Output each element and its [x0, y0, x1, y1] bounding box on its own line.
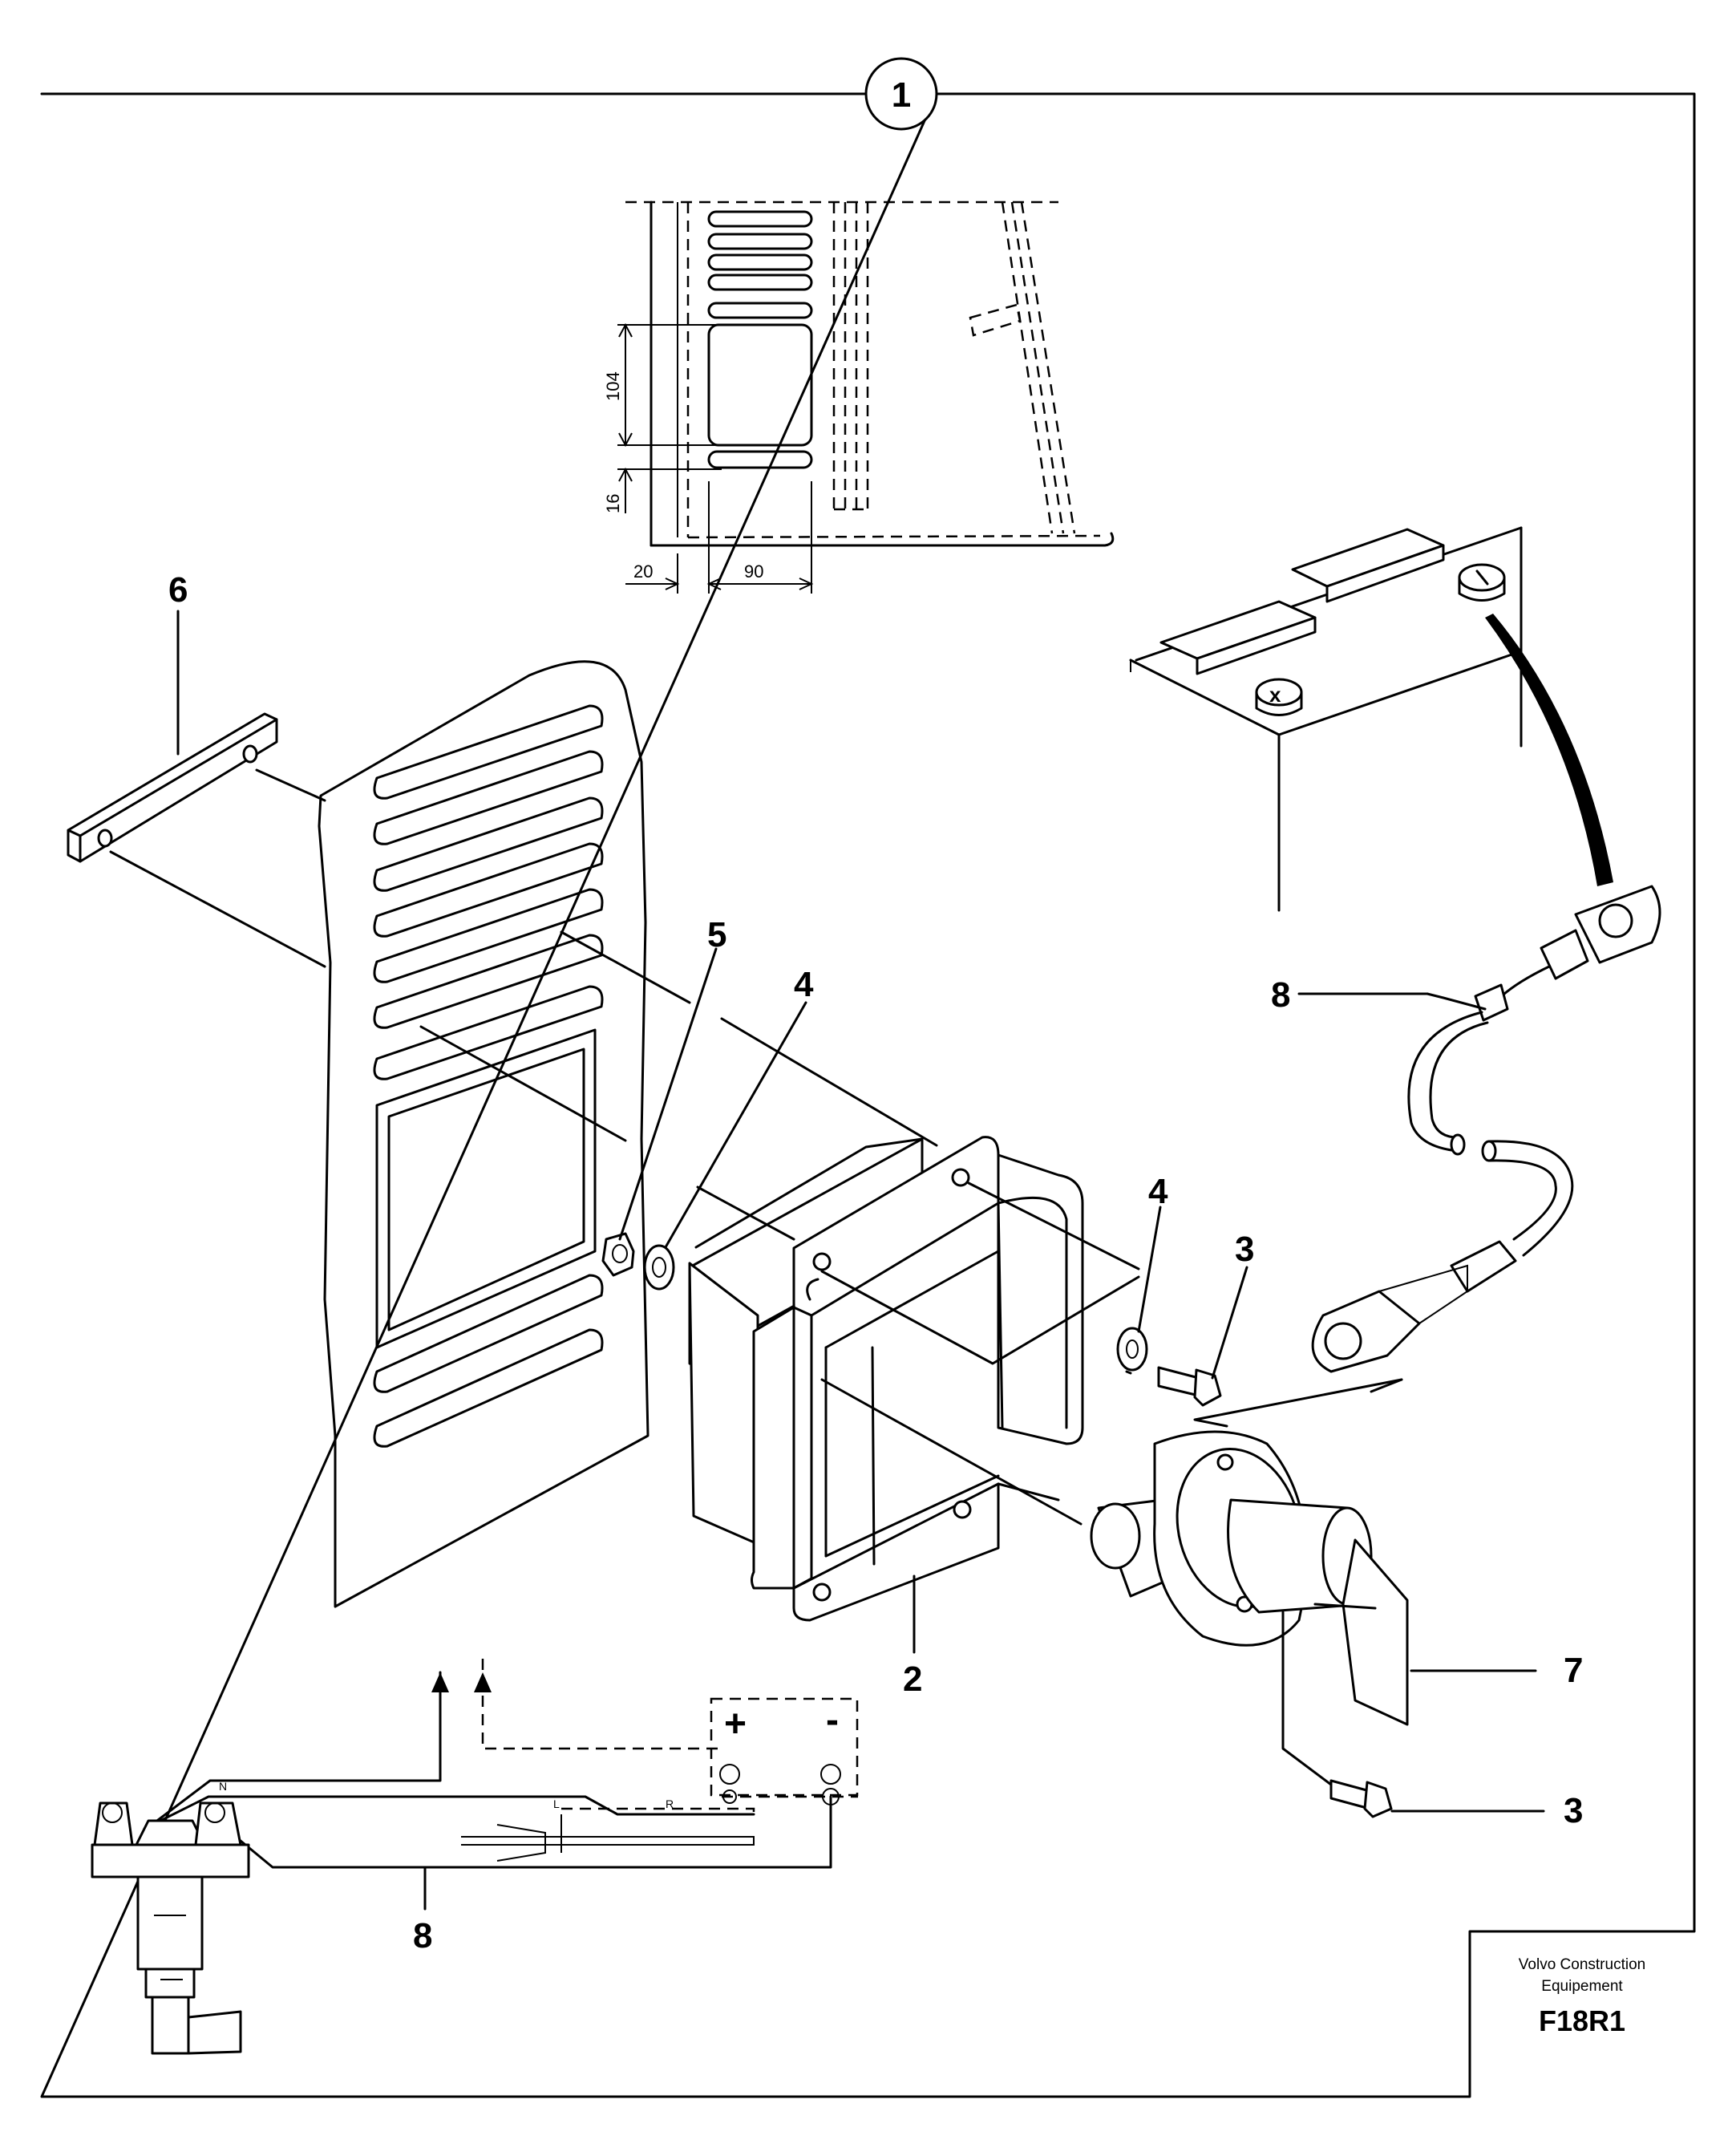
- wiring-schematic: + - N R L: [91, 1659, 859, 2055]
- wire-label-r: R: [666, 1797, 674, 1810]
- callout-2: 2: [903, 1660, 922, 1699]
- cab-panel: [318, 660, 650, 1608]
- washer-4-left: [643, 1244, 675, 1291]
- battery-disconnect-switch: [1090, 1430, 1409, 1726]
- battery: x: [1129, 526, 1613, 912]
- callout-5: 5: [707, 915, 726, 954]
- callout-4-right: 4: [1148, 1172, 1168, 1211]
- backing-plate: [67, 712, 326, 968]
- callout-3-top: 3: [1235, 1230, 1254, 1269]
- dimension-90: 90: [744, 561, 763, 582]
- svg-text:x: x: [1269, 683, 1281, 707]
- callout-4-left: 4: [794, 965, 814, 1004]
- terminal-box: [710, 1697, 859, 1797]
- dimension-20: 20: [633, 561, 653, 582]
- mounting-bracket: [688, 1136, 1084, 1622]
- dimension-104: 104: [603, 371, 623, 401]
- callout-3-bottom: 3: [1564, 1791, 1583, 1830]
- wire-label-l: L: [553, 1797, 560, 1810]
- minus-terminal-label: -: [826, 1699, 839, 1741]
- brand-line-2: Equipement: [1541, 1978, 1623, 1995]
- callout-8-bottom: 8: [413, 1916, 432, 1955]
- callout-7: 7: [1564, 1651, 1583, 1690]
- assembly-lines: [419, 930, 1333, 1786]
- nut-5: [601, 1232, 635, 1277]
- dimension-16: 16: [603, 494, 623, 513]
- washer-4-right: [1116, 1327, 1148, 1372]
- fasteners: [601, 1232, 1393, 1818]
- figure-code: F18R1: [1539, 2004, 1625, 2037]
- detail-view-panel: 104 16 20 90: [603, 201, 1115, 594]
- brand-line-1: Volvo Construction: [1519, 1956, 1645, 1973]
- bolt-3-top: [1157, 1366, 1200, 1397]
- sheet-frame: [40, 92, 1696, 2098]
- wire-label-n: N: [219, 1780, 227, 1793]
- section-marker: 1: [864, 57, 938, 131]
- bolt-3-bottom: [1329, 1779, 1371, 1810]
- plus-terminal-label: +: [724, 1703, 747, 1745]
- battery-cable: [1193, 885, 1661, 1428]
- section-number: 1: [892, 75, 911, 115]
- callout-numbers: 6 5 4 4 3 8 2 7 3 8: [168, 570, 1583, 1955]
- callout-6: 6: [168, 570, 188, 610]
- callout-8-right: 8: [1271, 975, 1290, 1015]
- title-block: Volvo Construction Equipement F18R1: [1519, 1956, 1645, 2037]
- leader-lines: [176, 610, 1545, 1911]
